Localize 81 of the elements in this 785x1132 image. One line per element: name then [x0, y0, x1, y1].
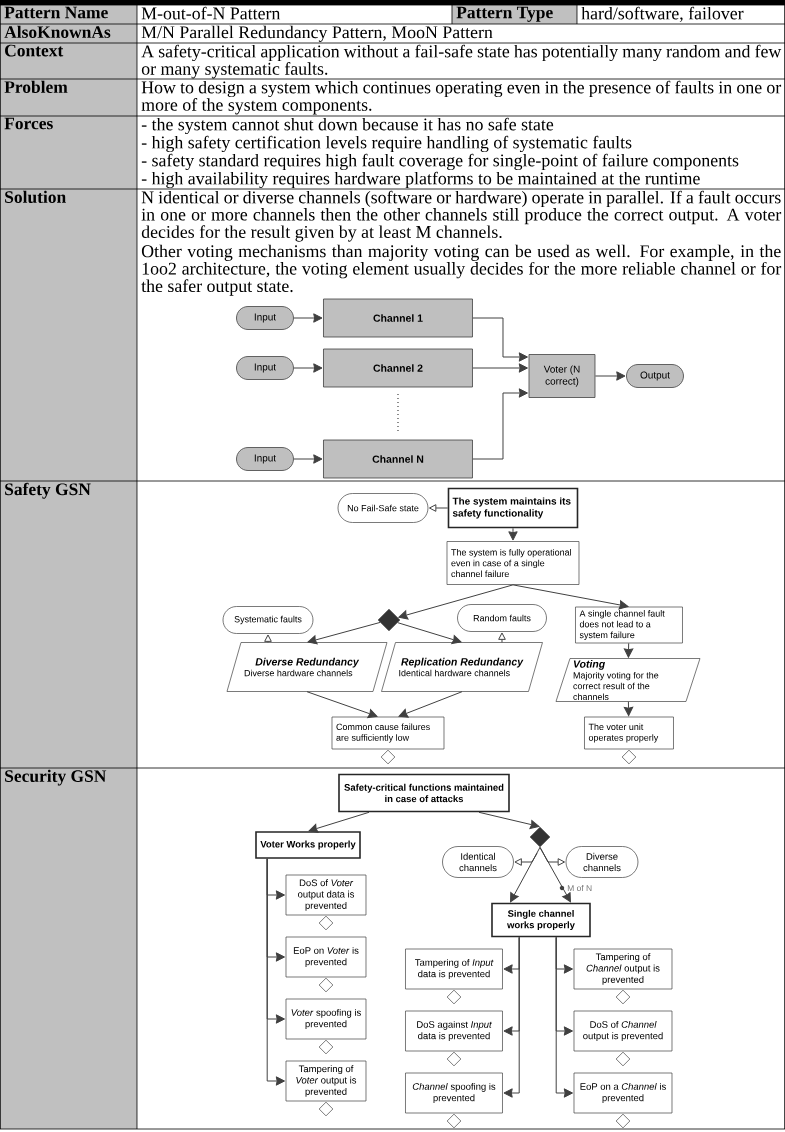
- goal-box: The system is fully operational even in case of a single channel failure: [446, 541, 580, 585]
- arrow: [472, 388, 528, 460]
- undeveloped-diamond: [615, 989, 631, 1005]
- voter-box: Voter (N correct): [528, 354, 596, 398]
- goal-box: EoP on a Channel is prevented: [573, 1072, 673, 1114]
- arrow: [428, 504, 449, 512]
- force-item: - safety standard requires high fault coverage for single-point of failure components: [141, 153, 739, 171]
- undeveloped-diamond: [318, 1039, 334, 1055]
- goal-box: The system maintains its safety functionality: [447, 487, 579, 529]
- goal-box: Channel spoofing is prevented: [405, 1072, 503, 1114]
- row-header: Safety GSN: [0, 481, 137, 768]
- pattern-name: M-out-of-N Pattern: [141, 6, 281, 20]
- row-header: Forces: [0, 116, 137, 189]
- arrow: [623, 642, 634, 658]
- arrow: [498, 632, 506, 643]
- arrow: [293, 363, 323, 373]
- channel-box: Channel 1: [323, 298, 473, 338]
- goal-box: EoP on Voter is prevented: [285, 936, 367, 978]
- force-item: - high availability requires hardware platforms to be maintained at the runtime: [141, 171, 700, 189]
- pattern-type-value: hard/software, failover: [581, 6, 744, 22]
- undeveloped-diamond: [615, 1051, 631, 1067]
- arrow: [503, 936, 520, 1098]
- goal-box: Single channel works properly: [491, 902, 591, 938]
- goal-box: DoS of Channel output is prevented: [573, 1010, 673, 1052]
- channel-box: Channel N: [323, 439, 473, 479]
- row-header: Context: [0, 43, 137, 79]
- arrow: [398, 584, 514, 620]
- goal-box: Common cause failures are sufficiently low: [331, 716, 445, 750]
- force-item: - high safety certification levels require handling of systematic faults: [141, 135, 632, 153]
- undeveloped-diamond: [380, 749, 396, 765]
- arrow: [623, 701, 634, 717]
- undeveloped-diamond: [446, 1113, 462, 1129]
- edge-label: M of N: [566, 883, 594, 893]
- goal-box: Voter spoofing is prevented: [285, 998, 367, 1040]
- undeveloped-diamond: [446, 1051, 462, 1067]
- undeveloped-diamond: [621, 749, 637, 765]
- arrow: [264, 634, 272, 643]
- force-item: - the system cannot shut down because it has no safe state: [141, 117, 554, 135]
- arrow: [306, 691, 378, 718]
- row-header: Security GSN: [0, 768, 137, 1129]
- goal-box: The voter unit operates properly: [584, 716, 674, 750]
- arrow: [293, 313, 323, 323]
- undeveloped-diamond: [446, 989, 462, 1005]
- solution-text: N identical or diverse channels (software or hardware) operate in parallel. If a fault occurs in one or more channels then the other channels still produce the correct output. A voter decides for the result given by at least M channels.: [141, 190, 782, 242]
- arrow: [478, 811, 540, 830]
- goal-box: Voter Works properly: [255, 831, 361, 859]
- arrow: [472, 363, 528, 373]
- goal-box: Tampering of Voter output is prevented: [285, 1060, 367, 1102]
- arrow: [539, 846, 571, 903]
- solution-text: Other voting mechanisms than majority voting can be used as well. For example, in the 1oo2 architecture, the voting element usually decides for the more reliable channel or for the safer output state.: [141, 244, 782, 296]
- strategy-parallelogram: Diverse Redundancy Diverse hardware channels: [226, 642, 388, 692]
- undeveloped-diamond: [615, 1113, 631, 1129]
- undeveloped-diamond: [318, 977, 334, 993]
- arrow: [308, 811, 370, 833]
- alias-text: M/N Parallel Redundancy Pattern, MooN Pattern: [141, 25, 493, 42]
- problem-text: How to design a system which continues operating even in the presence of faults in one or more of the system components.: [141, 80, 782, 115]
- arrow: [508, 527, 518, 541]
- undeveloped-diamond: [318, 915, 334, 931]
- arrow: [397, 622, 462, 645]
- goal-box: Tampering of Channel output is prevented: [573, 948, 673, 990]
- arrow: [398, 691, 463, 718]
- context-text: A safety-critical application without a fail-safe state has potentially many random and few or many systematic faults.: [141, 44, 782, 79]
- strategy-parallelogram: Voting Majority voting for the correct result of the channels: [555, 658, 701, 702]
- strategy-diamond: [529, 826, 551, 848]
- arrow: [293, 454, 323, 464]
- arrow: [594, 371, 626, 381]
- goal-box: DoS of Voter output data is prevented: [285, 874, 367, 916]
- arrow: [512, 584, 629, 610]
- strategy-diamond: [377, 608, 401, 632]
- arrow: [510, 846, 541, 903]
- goal-box: Safety-critical functions maintained in case of attacks: [338, 773, 510, 813]
- goal-box: A single channel fault does not lead to a system failure: [575, 606, 683, 644]
- arrow: [472, 317, 528, 362]
- goal-box: DoS against Input data is prevented: [405, 1010, 503, 1052]
- strategy-parallelogram: Replication Redundancy Identical hardware channels: [381, 642, 543, 692]
- arrow: [266, 858, 286, 1086]
- arrow: [307, 621, 381, 645]
- goal-box: Tampering of Input data is prevented: [405, 948, 503, 990]
- channel-box: Channel 2: [323, 348, 473, 388]
- undeveloped-diamond: [318, 1101, 334, 1117]
- arrow: [555, 936, 574, 1098]
